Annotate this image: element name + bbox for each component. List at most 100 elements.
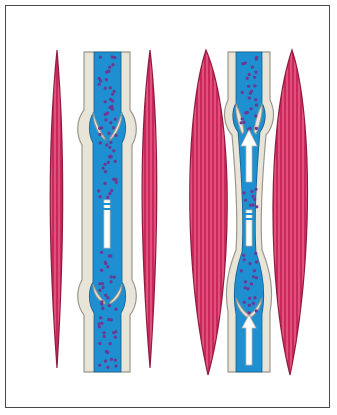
- blood-cell: [243, 301, 246, 304]
- blood-cell: [253, 198, 256, 201]
- blood-cell: [247, 85, 250, 88]
- blood-cell: [252, 302, 255, 305]
- blood-cell: [255, 127, 258, 130]
- blood-cell: [104, 261, 107, 264]
- blood-cell: [98, 289, 101, 292]
- blood-cell: [248, 304, 251, 307]
- blood-cell: [241, 62, 244, 65]
- blood-cell: [114, 160, 117, 163]
- blood-cell: [106, 366, 109, 369]
- blood-cell: [109, 86, 112, 89]
- blood-cell: [248, 73, 251, 76]
- blood-cell: [241, 117, 244, 120]
- blood-cell: [99, 195, 102, 198]
- muscle-left-contracted: [190, 50, 228, 375]
- blood-cell: [105, 350, 108, 353]
- blood-cell: [114, 118, 117, 121]
- blood-cell: [98, 364, 101, 367]
- blood-cell: [110, 318, 113, 321]
- blood-cell: [110, 105, 113, 108]
- blood-cell: [98, 127, 101, 130]
- blood-cell: [253, 296, 256, 299]
- blood-cell: [107, 132, 110, 135]
- blood-cell: [110, 189, 113, 192]
- blood-cell: [254, 71, 257, 74]
- blood-cell: [106, 196, 109, 199]
- blood-cell: [113, 276, 116, 279]
- blood-cell: [254, 114, 257, 117]
- blood-cell: [255, 276, 258, 279]
- blood-cell: [107, 70, 110, 73]
- blood-cell: [110, 275, 113, 278]
- blood-cell: [111, 63, 114, 66]
- blood-cell: [97, 189, 100, 192]
- blood-cell: [102, 167, 105, 170]
- blood-cell: [98, 83, 101, 86]
- blood-cell: [111, 55, 114, 58]
- muscle-left-relaxed: [50, 50, 63, 368]
- blood-cell: [242, 191, 245, 194]
- blood-cell: [114, 134, 117, 137]
- blood-cell: [108, 146, 111, 149]
- blood-cell: [242, 254, 245, 257]
- blood-cell: [104, 294, 107, 297]
- blood-cell: [244, 199, 247, 202]
- blood-cell: [242, 121, 245, 124]
- blood-cell: [106, 265, 109, 268]
- blood-cell: [109, 121, 112, 124]
- blood-cell: [100, 322, 103, 325]
- blood-cell: [253, 76, 256, 79]
- blood-cell: [108, 192, 111, 195]
- blood-cell: [112, 178, 115, 181]
- blood-cell: [110, 358, 113, 361]
- blood-cell: [101, 307, 104, 310]
- blood-cell: [110, 155, 113, 158]
- blood-cell: [108, 66, 111, 69]
- muscle-right-contracted: [273, 50, 308, 375]
- muscle-right-relaxed: [142, 50, 157, 368]
- center-marker-relaxed: [104, 200, 110, 248]
- blood-cell: [251, 195, 254, 198]
- blood-cell: [98, 133, 101, 136]
- blood-cell: [244, 111, 247, 114]
- blood-cell: [100, 251, 103, 254]
- blood-cell: [115, 181, 118, 184]
- blood-cell: [250, 282, 253, 285]
- blood-cell: [114, 359, 117, 362]
- blood-cell: [114, 330, 117, 333]
- blood-cell: [98, 282, 101, 285]
- blood-cell: [248, 96, 251, 99]
- arrow-up-middle: [245, 210, 253, 246]
- blood-cell: [241, 91, 244, 94]
- blood-cell: [255, 56, 258, 59]
- blood-cell: [111, 93, 114, 96]
- blood-cell: [249, 92, 252, 95]
- blood-cell: [103, 335, 106, 338]
- blood-cell: [105, 143, 108, 146]
- blood-cell: [99, 316, 102, 319]
- blood-cell: [255, 309, 258, 312]
- blood-cell: [255, 205, 258, 208]
- blood-cell: [109, 342, 112, 345]
- blood-cell: [240, 121, 243, 124]
- blood-cell: [99, 141, 102, 144]
- blood-cell: [112, 149, 115, 152]
- blood-cell: [244, 280, 247, 283]
- blood-cell: [254, 188, 257, 191]
- blood-cell: [103, 182, 106, 185]
- panel-contracted: [190, 50, 308, 375]
- blood-cell: [108, 304, 111, 307]
- blood-cell: [104, 163, 107, 166]
- blood-cell: [113, 90, 116, 93]
- blood-cell: [253, 84, 256, 87]
- blood-cell: [255, 104, 258, 107]
- blood-cell: [100, 269, 103, 272]
- blood-cell: [250, 107, 253, 110]
- blood-cell: [114, 336, 117, 339]
- blood-cell: [243, 258, 246, 261]
- blood-cell: [254, 252, 257, 255]
- blood-cell: [112, 126, 115, 129]
- blood-cell: [104, 170, 107, 173]
- blood-cell: [114, 364, 117, 367]
